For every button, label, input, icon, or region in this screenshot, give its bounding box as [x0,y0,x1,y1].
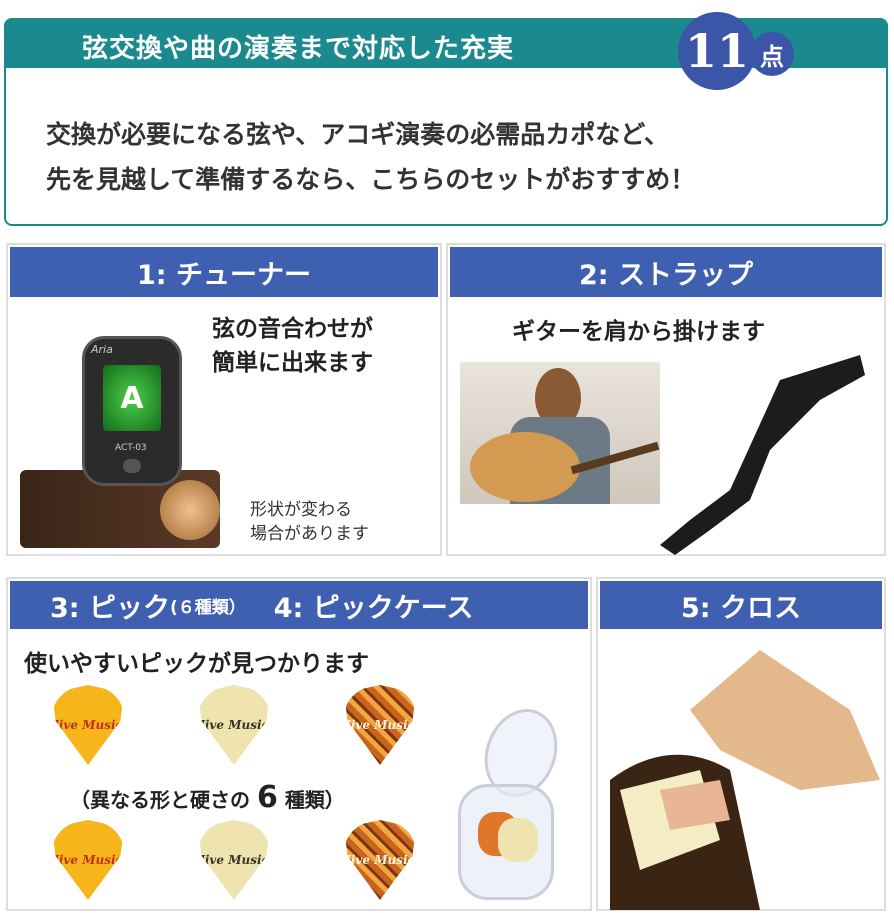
pick-case-image [452,698,570,908]
intro-lead-line-2: 先を見越して準備するなら、こちらのセットがおすすめ！ [46,165,696,194]
picks-label: 3: ピック [50,592,170,624]
picks-variety-note: （異なる形と硬さの 6 種類） [70,780,345,815]
cloth-image [610,650,880,910]
variety-suffix: 種類） [284,788,345,812]
strap-image [660,355,865,555]
tuner-display: A [103,365,161,431]
tuner-device: Aria A ACT-03 [82,336,182,486]
tuner-caption-line-1: 弦の音合わせが [212,316,373,342]
tuner-brand: Aria [91,343,113,356]
tuner-note: 形状が変わる 場合があります [250,498,369,546]
picks-header: 3: ピック (６種類） 4: ピックケース [10,581,588,629]
guitar-player-photo [460,362,660,504]
picks-label-sub: (６種類） [169,597,246,618]
strap-caption: ギターを肩から掛けます [512,319,765,345]
count-badge: 11 [678,12,756,90]
tuner-note-line-1: 形状が変わる [250,500,352,520]
pick-case-label: 4: ピックケース [273,592,474,624]
tuning-peg-image [160,480,220,540]
tuner-note-line-2: 場合があります [250,524,369,544]
cloth-label: 5: クロス [600,581,882,629]
tuner-caption-line-2: 簡単に出来ます [212,350,373,376]
intro-lead-line-1: 交換が必要になる弦や、アコギ演奏の必需品カポなど、 [46,120,670,149]
tuner-caption: 弦の音合わせが 簡単に出来ます [212,312,373,380]
picks-caption: 使いやすいピックが見つかります [24,651,369,677]
variety-number: 6 [256,780,278,815]
pick-yellow-2: Jive Music [52,820,124,900]
tuner-model: ACT-03 [115,443,147,453]
tuner-power-button [123,459,141,473]
variety-prefix: （異なる形と硬さの [70,788,250,812]
tuner-label: 1: チューナー [10,247,438,297]
intro-title: 弦交換や曲の演奏まで対応した充実 [82,34,515,64]
strap-label: 2: ストラップ [450,247,882,297]
count-unit-badge: 点 [750,32,794,76]
